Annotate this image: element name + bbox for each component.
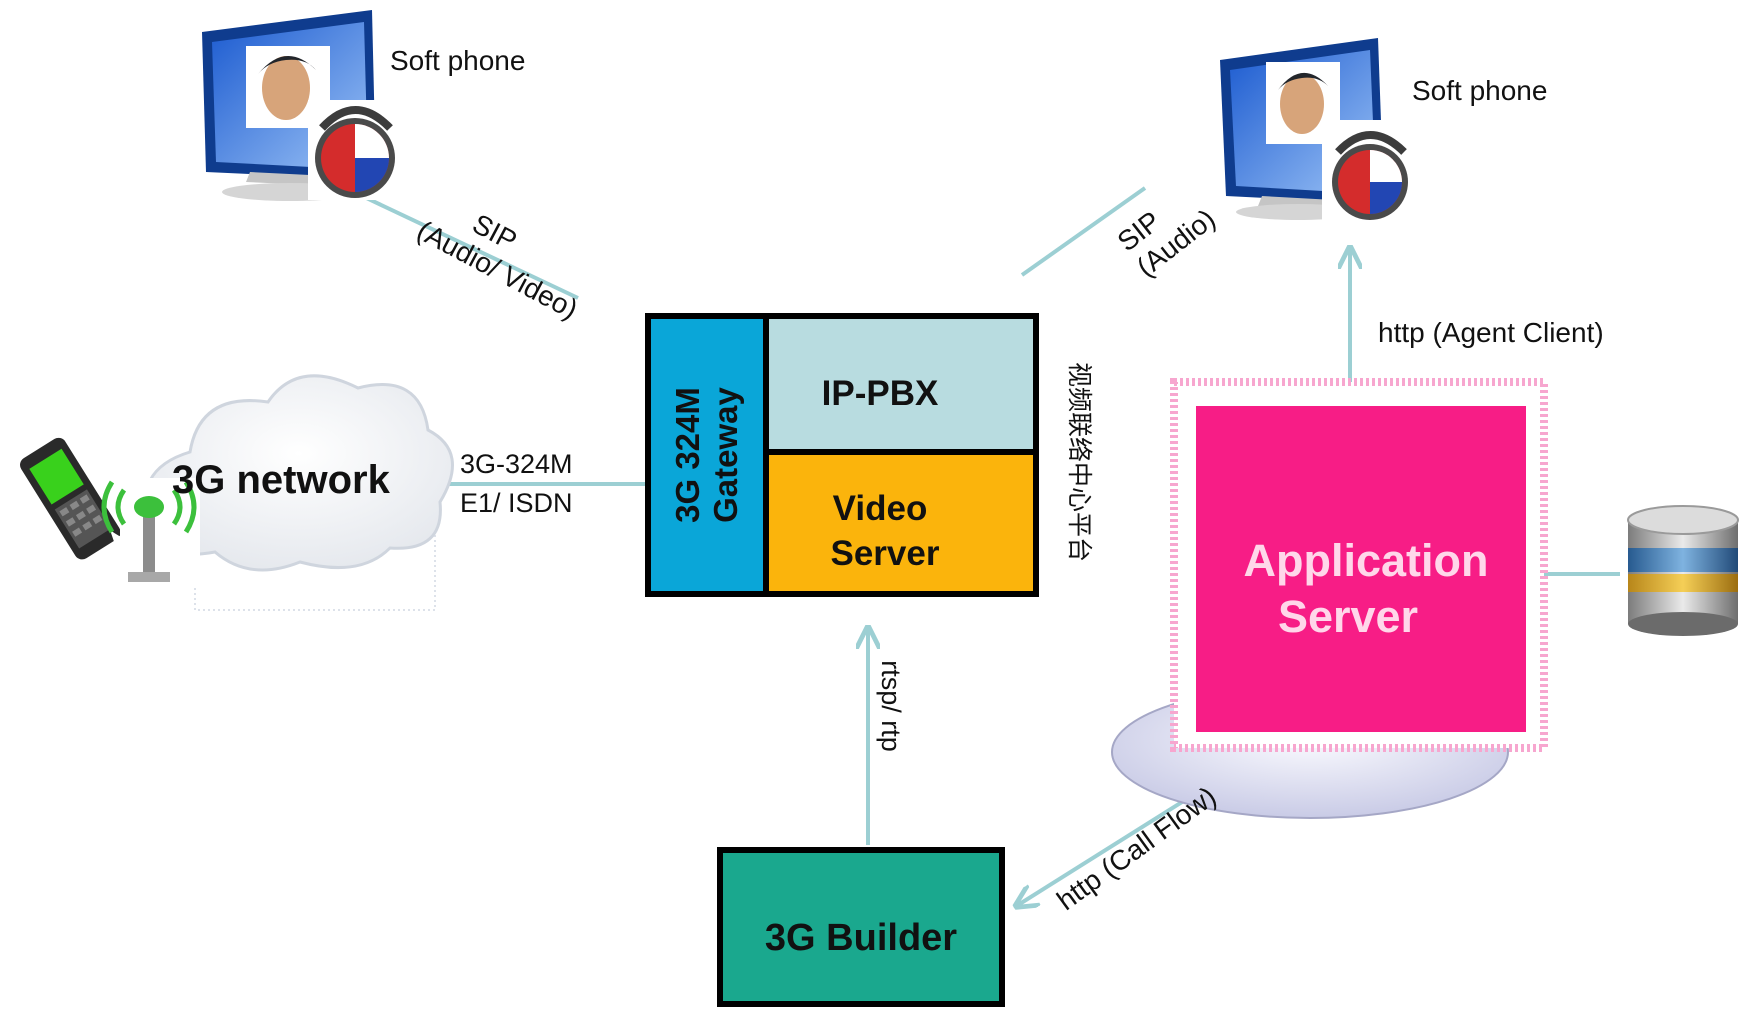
ippbx-label: IP-PBX	[822, 374, 939, 413]
database-icon	[1627, 505, 1739, 636]
ippbx-box	[763, 313, 1039, 455]
softphone-computer-icon-right	[1220, 38, 1408, 220]
sip-left-text: SIP (Audio/ Video)	[412, 208, 583, 325]
sip-left-link	[359, 193, 579, 300]
cloud-icon	[143, 374, 454, 611]
mobile-phone-icon	[20, 437, 121, 560]
video-server-label-2: Server	[831, 534, 940, 573]
http-agent-label: http (Agent Client)	[1378, 317, 1604, 348]
rtsp-label: rtsp/ rtp	[876, 660, 906, 752]
network-label: 3G network	[172, 458, 391, 502]
trunk-label-2: E1/ ISDN	[460, 488, 573, 518]
platform-block: 3G 324M Gateway IP-PBX Video Server	[645, 313, 1039, 597]
application-server-icon	[1111, 378, 1548, 819]
platform-caption: 视频联络中心平台	[1065, 362, 1093, 562]
softphone-left-label: Soft phone	[390, 45, 525, 76]
softphone-computer-icon-left	[202, 10, 398, 201]
builder-label: 3G Builder	[765, 917, 957, 959]
app-server-label-1: Application	[1244, 535, 1489, 586]
video-server-box	[763, 449, 1039, 597]
sip-right-text: SIP (Audio)	[1112, 203, 1221, 283]
trunk-label-1: 3G-324M	[460, 449, 573, 479]
app-server-label-2: Server	[1278, 591, 1418, 642]
video-server-label-1: Video	[833, 489, 928, 528]
http-callflow-label: http (Call Flow)	[1051, 780, 1222, 916]
builder-box	[717, 847, 1005, 1007]
antenna-icon	[101, 478, 200, 588]
gateway-label-2: Gateway	[707, 386, 744, 522]
sip-right-link	[1020, 186, 1147, 277]
gateway-box	[645, 313, 769, 597]
softphone-right-label: Soft phone	[1412, 75, 1547, 106]
gateway-label-1: 3G 324M	[669, 387, 706, 523]
